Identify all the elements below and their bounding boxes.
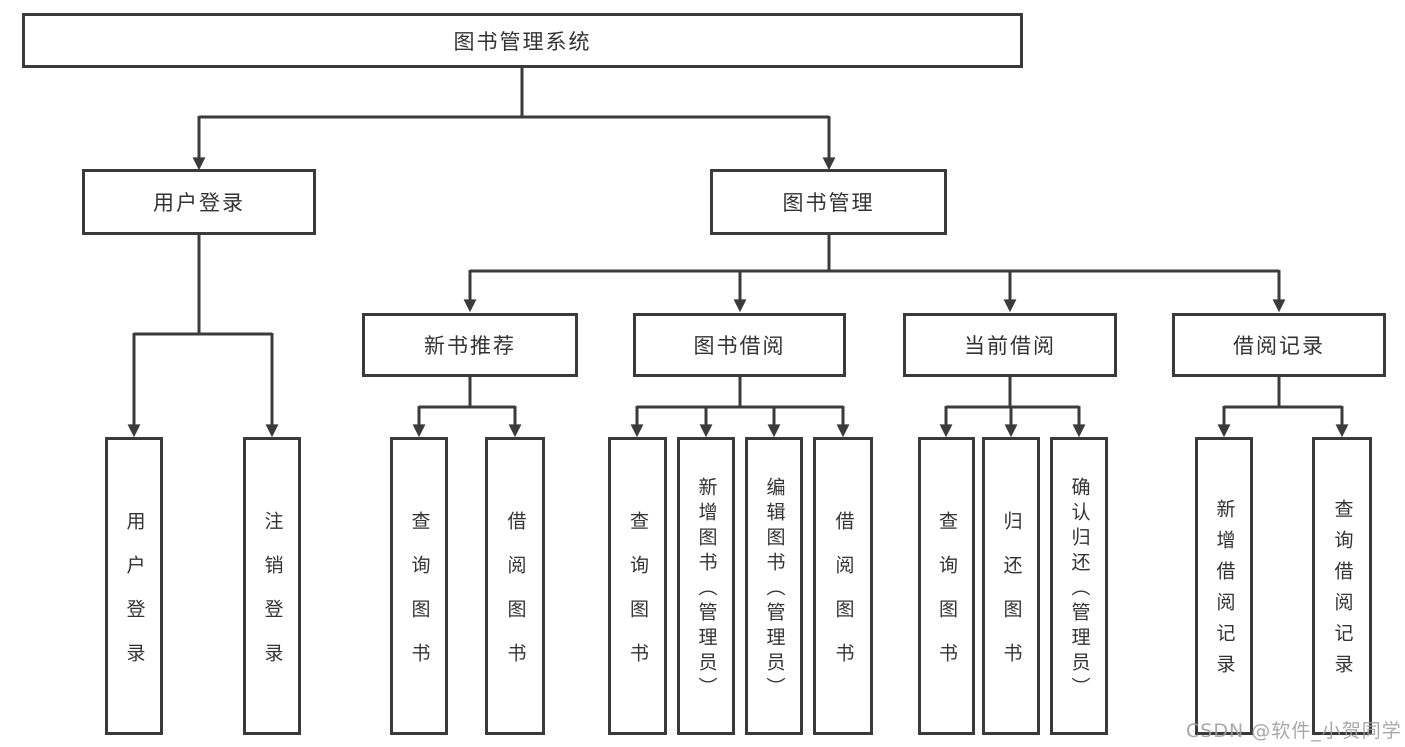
leaf-confirm-return-admin: 确认归还（管理员）: [1050, 437, 1108, 735]
leaf-current-query-books: 查询图书: [918, 437, 975, 735]
leaf-newbook-borrow-books-label: 借阅图书: [504, 510, 527, 687]
edge-new-book-to-leaves: [412, 377, 522, 438]
edge-user-login-to-leaves: [127, 235, 279, 438]
edge-book-mgmt-to-level3: [463, 235, 1286, 313]
node-user-login: 用户登录: [82, 169, 316, 235]
leaf-borrow-query-books: 查询图书: [608, 437, 667, 735]
node-book-borrow: 图书借阅: [633, 313, 846, 377]
edge-book-borrow-to-leaves: [630, 377, 850, 438]
leaf-user-login-label: 用户登录: [123, 510, 146, 687]
leaf-add-borrow-record: 新增借阅记录: [1195, 437, 1253, 735]
leaf-query-borrow-record-label: 查询借阅记录: [1331, 499, 1354, 685]
node-root-library-system: 图书管理系统: [22, 13, 1023, 68]
node-current-borrow: 当前借阅: [903, 313, 1117, 377]
leaf-current-query-books-label: 查询图书: [936, 510, 958, 687]
node-borrow-record: 借阅记录: [1172, 313, 1386, 377]
leaf-return-books-label: 归还图书: [1000, 510, 1023, 687]
leaf-add-books-admin: 新增图书（管理员）: [677, 437, 735, 735]
leaf-newbook-borrow-books: 借阅图书: [485, 437, 545, 735]
node-new-book-recommend: 新书推荐: [362, 313, 578, 377]
edge-root-to-level2: [192, 68, 836, 171]
leaf-add-borrow-record-label: 新增借阅记录: [1213, 499, 1236, 685]
leaf-logout: 注销登录: [243, 437, 301, 735]
leaf-confirm-return-admin-label: 确认归还（管理员）: [1068, 476, 1091, 702]
leaf-logout-label: 注销登录: [261, 510, 284, 687]
node-book-management: 图书管理: [710, 169, 947, 235]
leaf-borrow-books-label: 借阅图书: [832, 510, 855, 687]
csdn-watermark: CSDN @软件_小贺同学: [1186, 720, 1402, 742]
edge-current-borrow-to-leaves: [939, 377, 1086, 438]
edge-borrow-record-to-leaves: [1217, 377, 1349, 438]
leaf-query-borrow-record: 查询借阅记录: [1312, 437, 1372, 735]
leaf-edit-books-admin-label: 编辑图书（管理员）: [763, 476, 786, 702]
leaf-return-books: 归还图书: [982, 437, 1040, 735]
leaf-user-login: 用户登录: [105, 437, 163, 735]
leaf-newbook-query-books: 查询图书: [390, 437, 448, 735]
leaf-borrow-books: 借阅图书: [813, 437, 873, 735]
leaf-newbook-query-books-label: 查询图书: [408, 510, 431, 687]
leaf-edit-books-admin: 编辑图书（管理员）: [745, 437, 803, 735]
leaf-borrow-query-books-label: 查询图书: [627, 510, 649, 687]
leaf-add-books-admin-label: 新增图书（管理员）: [695, 476, 718, 702]
